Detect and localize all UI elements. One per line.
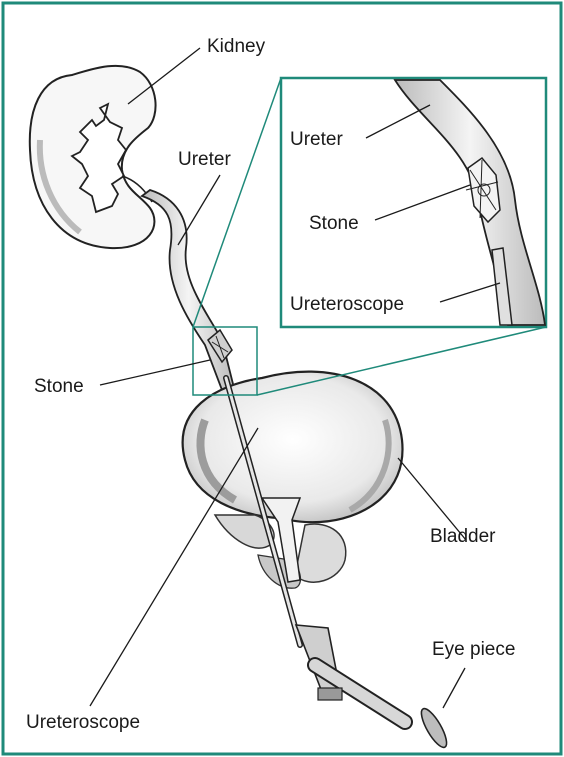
label-kidney: Kidney — [207, 36, 266, 57]
label-inset-ureter: Ureter — [290, 129, 343, 150]
label-bladder: Bladder — [430, 526, 496, 547]
label-ureteroscope-main: Ureteroscope — [26, 712, 140, 733]
label-inset-ureteroscope: Ureteroscope — [290, 294, 404, 315]
label-ureter-main: Ureter — [178, 149, 231, 170]
label-stone-main: Stone — [34, 376, 84, 397]
label-eye-piece: Eye piece — [432, 639, 515, 660]
inset-panel — [281, 78, 546, 327]
label-inset-stone: Stone — [309, 213, 359, 234]
